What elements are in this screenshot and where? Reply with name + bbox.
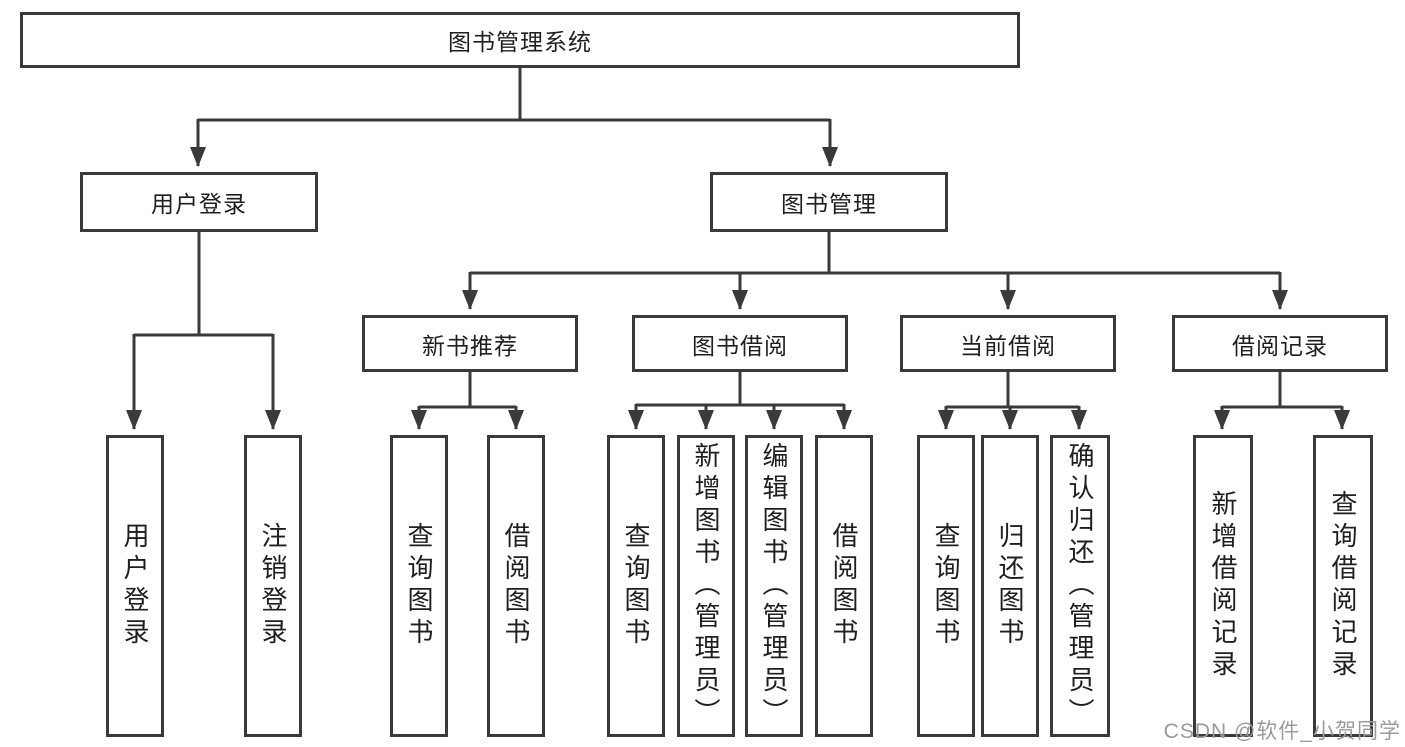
leaf-confirm-return-admin-label: 确认归还（管理员）: [1065, 442, 1095, 730]
node-current-borrowing: 当前借阅: [900, 315, 1116, 372]
node-root-label: 图书管理系统: [448, 29, 592, 55]
leaf-query-book-label: 查询图书: [931, 522, 961, 650]
leaf-query-borrow-record: 查询借阅记录: [1313, 435, 1373, 737]
leaf-borrow-book-label: 借阅图书: [501, 522, 531, 650]
node-user-login-label: 用户登录: [151, 191, 247, 217]
leaf-query-book-label: 查询图书: [404, 522, 434, 650]
leaf-query-book-label: 查询图书: [621, 522, 651, 650]
leaf-logout-label: 注销登录: [258, 522, 288, 650]
node-new-book-recommendation: 新书推荐: [362, 315, 578, 372]
leaf-user-login: 用户登录: [106, 435, 164, 737]
node-book-management: 图书管理: [710, 172, 948, 232]
leaf-query-book: 查询图书: [607, 435, 665, 737]
csdn-watermark: CSDN @软件_小贺同学: [1163, 720, 1401, 743]
node-root: 图书管理系统: [20, 12, 1020, 68]
leaf-query-book: 查询图书: [390, 435, 448, 737]
leaf-add-borrow-record: 新增借阅记录: [1193, 435, 1253, 737]
leaf-logout: 注销登录: [244, 435, 302, 737]
node-book-management-label: 图书管理: [781, 191, 877, 217]
leaf-query-book: 查询图书: [917, 435, 975, 737]
leaf-return-book-label: 归还图书: [995, 522, 1025, 650]
leaf-user-login-label: 用户登录: [120, 522, 150, 650]
leaf-borrow-book: 借阅图书: [815, 435, 873, 737]
node-new-book-recommendation-label: 新书推荐: [422, 332, 518, 359]
leaf-add-borrow-record-label: 新增借阅记录: [1208, 490, 1238, 682]
node-book-borrowing-label: 图书借阅: [692, 332, 788, 359]
leaf-return-book: 归还图书: [981, 435, 1039, 737]
node-borrow-records-label: 借阅记录: [1232, 332, 1328, 359]
node-book-borrowing: 图书借阅: [632, 315, 848, 372]
node-current-borrowing-label: 当前借阅: [960, 332, 1056, 359]
leaf-query-borrow-record-label: 查询借阅记录: [1328, 490, 1358, 682]
leaf-edit-book-admin-label: 编辑图书（管理员）: [759, 442, 789, 730]
leaf-borrow-book: 借阅图书: [487, 435, 545, 737]
leaf-edit-book-admin: 编辑图书（管理员）: [745, 435, 803, 737]
leaf-borrow-book-label: 借阅图书: [829, 522, 859, 650]
node-borrow-records: 借阅记录: [1172, 315, 1388, 372]
leaf-confirm-return-admin: 确认归还（管理员）: [1050, 435, 1110, 737]
node-user-login: 用户登录: [80, 172, 318, 232]
leaf-add-book-admin-label: 新增图书（管理员）: [691, 442, 721, 730]
leaf-add-book-admin: 新增图书（管理员）: [677, 435, 735, 737]
